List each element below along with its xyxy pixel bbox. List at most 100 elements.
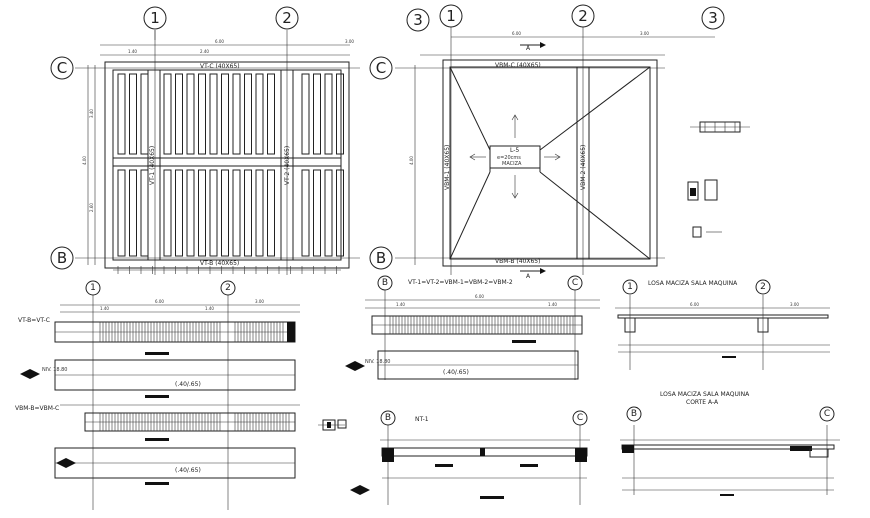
joist: [232, 73, 241, 155]
section-vt-vbm-combined: [345, 290, 600, 380]
dim-mid-3: 1.40: [548, 302, 557, 307]
joist: [186, 169, 195, 257]
beam-label-vbm-c: VBM-C (40X65): [495, 62, 541, 69]
joist: [129, 73, 137, 155]
dim-mid-2: 6.00: [475, 294, 484, 299]
joist: [140, 73, 149, 155]
grid-label-2-section: 2: [225, 283, 231, 293]
grid-label-c-nt: C: [577, 413, 583, 423]
stirrups-mid: [389, 316, 574, 334]
section-vbm-b-c: [54, 404, 300, 485]
dim-top-3: 2.40: [200, 49, 209, 54]
grid-bubble-1-losa: [622, 279, 638, 295]
grid-label-2-right: 2: [578, 7, 588, 25]
grid-bubble-1-left: [143, 6, 167, 30]
right-slab-plan: [395, 25, 715, 275]
grid-bubble-c-right: [369, 56, 393, 80]
joist: [255, 169, 264, 257]
joist: [232, 169, 241, 257]
grid-bubble-1-right: [439, 4, 463, 28]
grid-bubble-b-mid: [377, 275, 393, 291]
beam-label-vbm-1: VBM-1 (40X65): [444, 145, 451, 190]
stirrups-vbm: [99, 413, 290, 431]
section-vt-b-c: [20, 295, 300, 510]
joist: [198, 73, 206, 155]
section-mark-top: A: [526, 45, 531, 52]
section-subtitle-corte: CORTE A-A: [686, 399, 719, 406]
joists-top: [117, 73, 344, 155]
joist: [117, 73, 126, 155]
joist: [244, 169, 252, 257]
beam-label-vt-b: VT-B (40X65): [200, 260, 239, 267]
grid-label-c-left: C: [57, 59, 67, 77]
grid-label-2-left: 2: [282, 9, 292, 27]
dim-vt-1: 1.40: [100, 306, 109, 311]
section-title-losa-2: LOSA MACIZA SALA MAQUINA: [660, 391, 750, 398]
joist: [255, 73, 264, 155]
joist: [140, 169, 149, 257]
tick-marks: [117, 266, 337, 274]
joist: [175, 169, 183, 257]
dim-losa-1: 6.00: [690, 302, 699, 307]
slab-tag-thickness: e=20cms: [497, 155, 521, 161]
joist: [186, 73, 195, 155]
dim-top-2: 6.00: [215, 39, 224, 44]
grid-bubble-3-right: [701, 6, 725, 30]
grid-bubble-c-left: [50, 56, 74, 80]
size-label-2: (.40/.65): [175, 467, 201, 474]
section-title-nt: NT-1: [415, 416, 429, 423]
stirrups-vt: [99, 322, 284, 342]
grid-bubble-b-right: [369, 246, 393, 270]
detail-small: [318, 419, 347, 431]
slab-tag-type: MACIZA: [502, 161, 522, 167]
detail-rebar: [687, 121, 750, 238]
grid-label-b-nt: B: [385, 413, 391, 423]
dim-mid-1: 1.40: [396, 302, 405, 307]
grid-bubble-2-losa: [755, 279, 771, 295]
dim-vt-2: 6.00: [155, 299, 164, 304]
grid-bubble-2-left: [275, 6, 299, 30]
left-slab-plan: [75, 30, 360, 275]
joist: [301, 169, 310, 257]
joist: [324, 169, 333, 257]
dim-top-4: 3.00: [345, 39, 354, 44]
section-losa-1: [615, 295, 830, 370]
grid-bubble-2-right: [571, 4, 595, 28]
dim-top-1: 1.40: [128, 49, 137, 54]
grid-bubble-b-left: [50, 246, 74, 270]
joist: [129, 169, 137, 257]
section-title-losa: LOSA MACIZA SALA MAQUINA: [648, 280, 738, 287]
grid-label-b-right: B: [376, 249, 386, 267]
beam-label-vt-2: VT-2 (40X65): [284, 146, 291, 185]
dim-vt-3: 1.40: [205, 306, 214, 311]
dim-left-3: 2.60: [89, 203, 94, 212]
dim-right-top-2: 3.00: [640, 31, 649, 36]
joist: [336, 73, 344, 155]
beam-label-vbm-b: VBM-B (40X65): [495, 258, 540, 265]
joist: [267, 73, 275, 155]
joist: [198, 169, 206, 257]
joist: [163, 169, 172, 257]
beam-label-vt-c: VT-C (40X65): [200, 63, 240, 70]
joist: [267, 169, 275, 257]
grid-label-3-left: 3: [413, 11, 423, 29]
grid-label-c-right: C: [376, 59, 386, 77]
section-losa-2: [620, 425, 840, 496]
joist: [209, 169, 218, 257]
dim-left-2: 4.00: [82, 156, 87, 165]
joists-bottom: [117, 169, 344, 257]
grid-label-1-right: 1: [446, 7, 456, 25]
joist: [313, 73, 321, 155]
joist: [313, 169, 321, 257]
slab-tag-name: L-5: [510, 147, 519, 154]
grid-bubble-b-losa: [626, 406, 642, 422]
joist: [163, 73, 172, 155]
grid-bubble-2-section: [220, 280, 236, 296]
dim-right-left: 4.00: [409, 156, 414, 165]
dim-left-1: 3.40: [89, 109, 94, 118]
grid-label-1-losa: 1: [627, 282, 633, 292]
dim-right-top-1: 6.00: [512, 31, 521, 36]
grid-label-c-losa: C: [824, 409, 830, 419]
